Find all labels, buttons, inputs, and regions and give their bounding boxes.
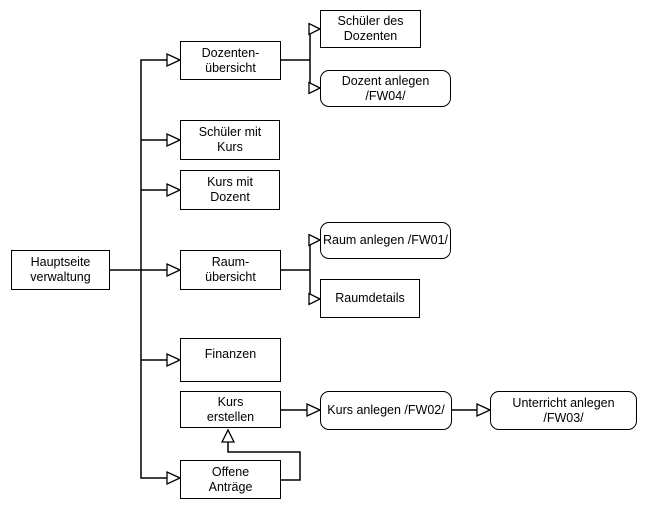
arrowhead-schueler-mit-kurs (166, 132, 182, 148)
arrowhead-raum-anlegen (308, 233, 322, 247)
node-finanzen: Finanzen (180, 338, 281, 382)
edge-trunk (140, 59, 167, 479)
arrowhead-schueler-des-dozenten (308, 22, 322, 36)
node-dozent-anlegen-fw04: Dozent anlegen /FW04/ (320, 70, 451, 107)
node-raum-anlegen-fw01: Raum anlegen /FW01/ (320, 222, 451, 259)
edge-offene-kurserstellen (227, 442, 301, 481)
node-kurs-erstellen: Kurs erstellen (180, 391, 281, 428)
arrowhead-kurs-mit-dozent (166, 182, 182, 198)
node-dozenten-uebersicht: Dozenten- übersicht (180, 41, 281, 80)
arrowhead-dozenten-uebersicht (166, 52, 182, 68)
node-schueler-mit-kurs: Schüler mit Kurs (180, 120, 280, 160)
node-kurs-mit-dozent: Kurs mit Dozent (180, 170, 280, 210)
node-raumdetails: Raumdetails (320, 279, 420, 318)
node-schueler-des-dozenten: Schüler des Dozenten (320, 10, 421, 48)
node-offene-antraege: Offene Anträge (180, 460, 281, 499)
arrowhead-offene-antraege (166, 470, 182, 486)
arrowhead-unterricht-anlegen (476, 402, 492, 418)
arrowhead-raum-uebersicht (166, 262, 182, 278)
arrowhead-kurs-anlegen (306, 402, 322, 418)
node-hauptseite-verwaltung: Hauptseite verwaltung (11, 250, 110, 290)
arrowhead-dozent-anlegen (308, 81, 322, 95)
arrowhead-kurs-erstellen-up (220, 428, 236, 443)
arrowhead-raumdetails (308, 292, 322, 306)
node-kurs-anlegen-fw02: Kurs anlegen /FW02/ (320, 391, 452, 430)
node-raum-uebersicht: Raum- übersicht (180, 250, 281, 290)
node-unterricht-anlegen-fw03: Unterricht anlegen /FW03/ (490, 391, 637, 430)
arrowhead-finanzen (166, 352, 182, 368)
